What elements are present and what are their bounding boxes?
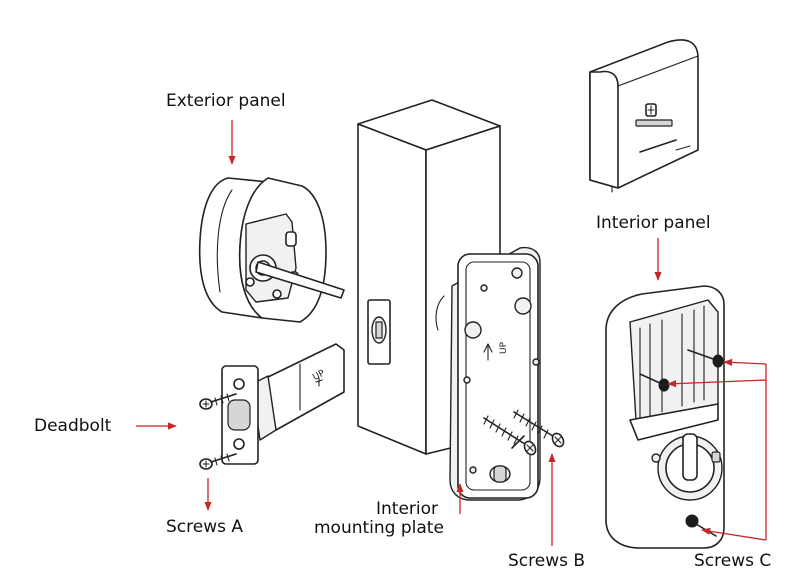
screw-b-lower bbox=[483, 415, 537, 456]
interior-cover bbox=[589, 39, 699, 193]
interior-mounting-plate: UP bbox=[449, 246, 541, 501]
labels: Exterior panel Interior panel Deadbolt S… bbox=[34, 91, 771, 571]
label-mounting-plate-line1: Interior bbox=[376, 499, 438, 519]
arrow-screws-c-middle bbox=[667, 379, 767, 388]
label-mounting-plate-line2: mounting plate bbox=[314, 518, 444, 538]
deadbolt: UP bbox=[221, 343, 345, 465]
screws-b bbox=[483, 409, 565, 456]
label-interior-panel: Interior panel bbox=[596, 213, 711, 233]
screw-c-upper bbox=[687, 349, 724, 368]
label-screws-c: Screws C bbox=[694, 551, 771, 571]
door-slab bbox=[357, 99, 501, 455]
leader-arrows bbox=[136, 120, 767, 546]
label-screws-b: Screws B bbox=[508, 551, 585, 571]
exterior-panel bbox=[198, 177, 345, 323]
arrow-screws-c-lower bbox=[701, 527, 767, 541]
plate-up-marking: UP bbox=[499, 341, 509, 354]
screw-b-upper bbox=[513, 409, 565, 448]
arrow-screws-c-upper bbox=[723, 358, 767, 367]
screw-a-lower bbox=[199, 453, 237, 470]
screws-c bbox=[639, 349, 724, 537]
interior-panel bbox=[605, 285, 725, 549]
screws-a bbox=[199, 393, 237, 470]
screw-a-upper bbox=[199, 393, 237, 410]
label-exterior-panel: Exterior panel bbox=[166, 91, 286, 111]
label-deadbolt: Deadbolt bbox=[34, 416, 112, 436]
label-screws-a: Screws A bbox=[166, 517, 243, 537]
